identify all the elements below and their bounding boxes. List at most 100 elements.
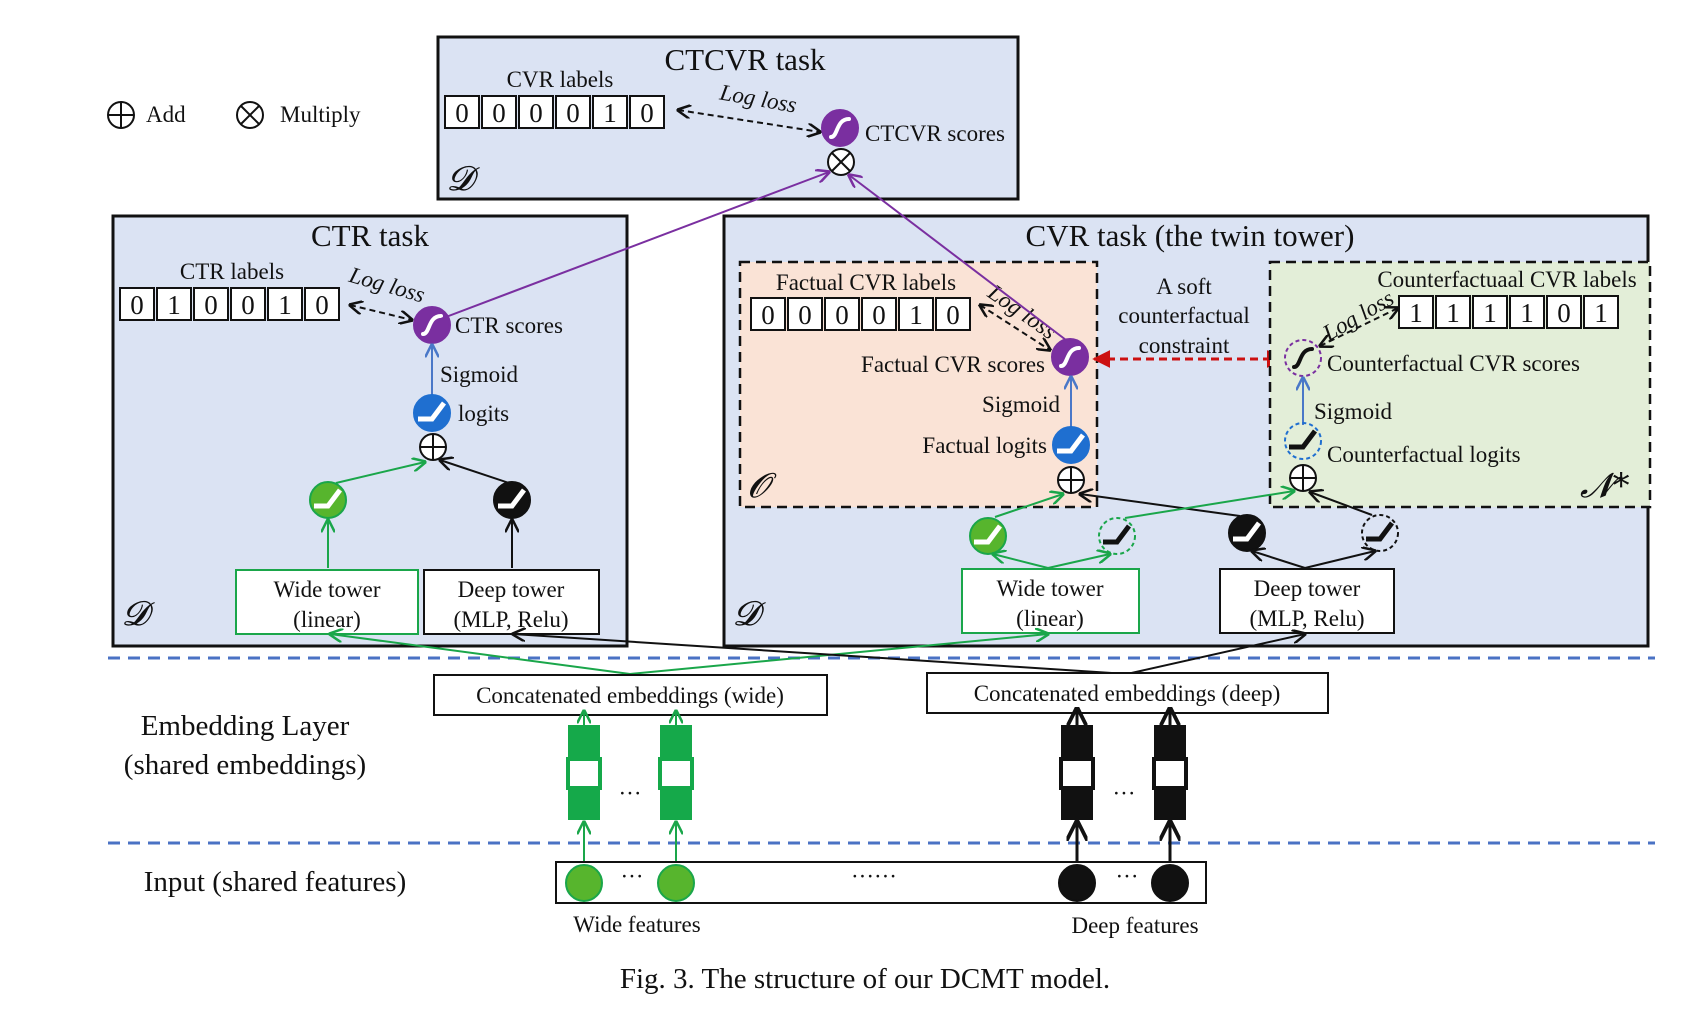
label-cell: 1	[1472, 295, 1508, 329]
factual-add-icon	[1057, 466, 1085, 494]
cvr-wide-tower-line1: Wide tower	[996, 576, 1103, 601]
label-value: 0	[130, 290, 144, 320]
label-value: 0	[529, 98, 543, 128]
feature-node	[565, 864, 603, 902]
ctcvr-log-loss-arrow	[678, 110, 820, 132]
label-cell: 1	[1583, 295, 1619, 329]
label-value: 1	[1520, 298, 1534, 328]
cvr-title: CVR task (the twin tower)	[1026, 218, 1355, 253]
ctr-wide-output-icon	[309, 481, 347, 519]
ctr-logits-label: logits	[458, 401, 509, 426]
cvr-deep-tower-to-counterfactual	[1304, 551, 1375, 569]
embedding-vector	[658, 725, 694, 820]
label-cell: 0	[824, 297, 860, 331]
label-value: 0	[455, 98, 469, 128]
ctr-wide-tower-line1: Wide tower	[273, 577, 380, 602]
cvr-wide-factual-icon	[969, 517, 1007, 555]
counterfactual-sigmoid-label: Sigmoid	[1314, 399, 1392, 424]
cvr-wide-tower-to-factual	[993, 554, 1049, 569]
add-icon	[107, 101, 135, 129]
label-cell: 0	[230, 287, 266, 321]
legend: Add Multiply	[107, 101, 361, 129]
cvr-panel: CVR task (the twin tower) Factual CVR la…	[722, 214, 1652, 648]
counterfactual-logits-label: Counterfactual logits	[1327, 442, 1521, 467]
middle-feature-ellipsis: ······	[851, 864, 897, 889]
wide-embedding-ellipsis: ···	[619, 781, 642, 806]
ctr-labels-title: CTR labels	[180, 259, 284, 284]
embedding-vector	[566, 725, 602, 820]
ctr-wide-tower-line2: (linear)	[293, 607, 361, 632]
factual-logits-label: Factual logits	[922, 433, 1047, 458]
deep-emb-to-ctr-deep	[513, 634, 1128, 675]
cvr-wide-counterfactual-icon	[1098, 517, 1136, 555]
cvr-deep-counterfactual-icon	[1361, 514, 1399, 552]
ctcvr-scores-label: CTCVR scores	[865, 121, 1005, 146]
cvr-wide-tower-to-counterfactual	[1047, 554, 1110, 569]
label-cell: 0	[444, 95, 480, 129]
label-value: 1	[909, 300, 923, 330]
label-value: 0	[315, 290, 329, 320]
ctr-add-icon	[419, 433, 447, 461]
feature-node	[657, 864, 695, 902]
label-value: 0	[946, 300, 960, 330]
deep-embedding-ellipsis: ···	[1113, 781, 1136, 806]
embedding-vector	[1059, 725, 1095, 820]
label-value: 0	[204, 290, 218, 320]
ctr-title: CTR task	[311, 218, 429, 253]
input-label: Input (shared features)	[144, 866, 407, 898]
embedding-vectors	[566, 709, 1188, 864]
label-cell: 1	[267, 287, 303, 321]
label-cell: 0	[1546, 295, 1582, 329]
counterfactual-sigmoid-icon	[1284, 339, 1322, 377]
cvr-deep-factual-icon	[1228, 514, 1266, 552]
multiply-icon	[236, 101, 264, 129]
factual-logits-icon	[1052, 426, 1090, 464]
label-value: 1	[1483, 298, 1497, 328]
label-value: 0	[640, 98, 654, 128]
factual-labels-title: Factual CVR labels	[776, 270, 956, 295]
cvr-deep-counterfactual-to-add	[1310, 492, 1373, 516]
legend-add-label: Add	[146, 102, 186, 127]
label-cell: 0	[119, 287, 155, 321]
label-cell: 0	[193, 287, 229, 321]
ctr-wide-tower-box: Wide tower (linear)	[235, 569, 419, 635]
cvr-wide-factual-to-add	[994, 494, 1063, 518]
label-cell: 1	[898, 297, 934, 331]
label-cell: 0	[750, 297, 786, 331]
label-value: 0	[566, 98, 580, 128]
cvr-deep-factual-to-add	[1080, 494, 1241, 517]
label-value: 1	[167, 290, 181, 320]
counterfactual-log-loss-arrow	[1320, 308, 1398, 346]
label-value: 0	[761, 300, 775, 330]
cvr-deep-tower-to-factual	[1252, 551, 1306, 569]
embedding-layer-label-line2: (shared embeddings)	[124, 749, 366, 781]
ctcvr-title: CTCVR task	[664, 42, 826, 77]
figure-caption: Fig. 3. The structure of our DCMT model.	[620, 963, 1110, 995]
label-value: 0	[835, 300, 849, 330]
ctr-deep-tower-line2: (MLP, Relu)	[454, 607, 569, 632]
constraint-line2: counterfactual	[1118, 303, 1250, 328]
deep-embedding-box: Concatenated embeddings (deep)	[926, 672, 1329, 714]
constraint-line3: constraint	[1139, 333, 1230, 358]
legend-multiply-label: Multiply	[280, 102, 361, 127]
label-cell: 1	[592, 95, 628, 129]
input-feature-nodes	[565, 864, 1189, 902]
cvr-wide-tower-box: Wide tower (linear)	[961, 568, 1140, 634]
deep-embedding-label: Concatenated embeddings (deep)	[974, 681, 1281, 706]
deep-features-label: Deep features	[1071, 913, 1198, 938]
label-value: 0	[798, 300, 812, 330]
feature-node	[1058, 864, 1096, 902]
embedding-layer-label-line1: Embedding Layer	[141, 710, 350, 742]
cvr-deep-tower-line1: Deep tower	[1254, 576, 1361, 601]
factual-sigmoid-icon	[1051, 338, 1089, 376]
label-value: 1	[1446, 298, 1460, 328]
constraint-line1: A soft	[1156, 274, 1212, 299]
cvr-to-ctcvr-arrow	[849, 175, 1067, 341]
wide-embedding-box: Concatenated embeddings (wide)	[433, 674, 828, 716]
label-cell: 0	[555, 95, 591, 129]
